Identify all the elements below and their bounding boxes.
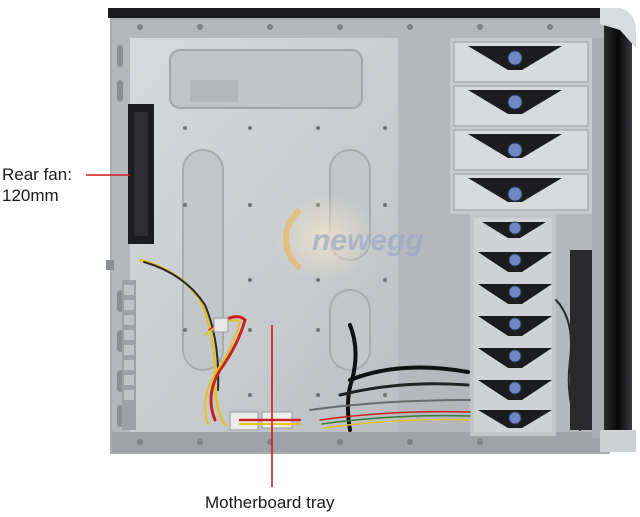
- motherboard-tray-label: Motherboard tray: [205, 493, 335, 512]
- drive-cage-5-25: [450, 38, 592, 214]
- rear-fan-label: Rear fan: 120mm: [2, 164, 112, 206]
- watermark-text: newegg: [312, 224, 424, 257]
- front-bezel: [570, 8, 636, 452]
- cable-bundle: [138, 258, 581, 432]
- leader-lines: [86, 174, 273, 487]
- rear-fan-label-line2: 120mm: [2, 186, 59, 205]
- expansion-slots: [122, 280, 136, 430]
- newegg-watermark: newegg: [273, 194, 424, 282]
- rear-fan-label-line1: Rear fan:: [2, 165, 72, 184]
- drive-cage-3-5: [470, 214, 556, 436]
- rear-fan-120mm: [106, 104, 154, 270]
